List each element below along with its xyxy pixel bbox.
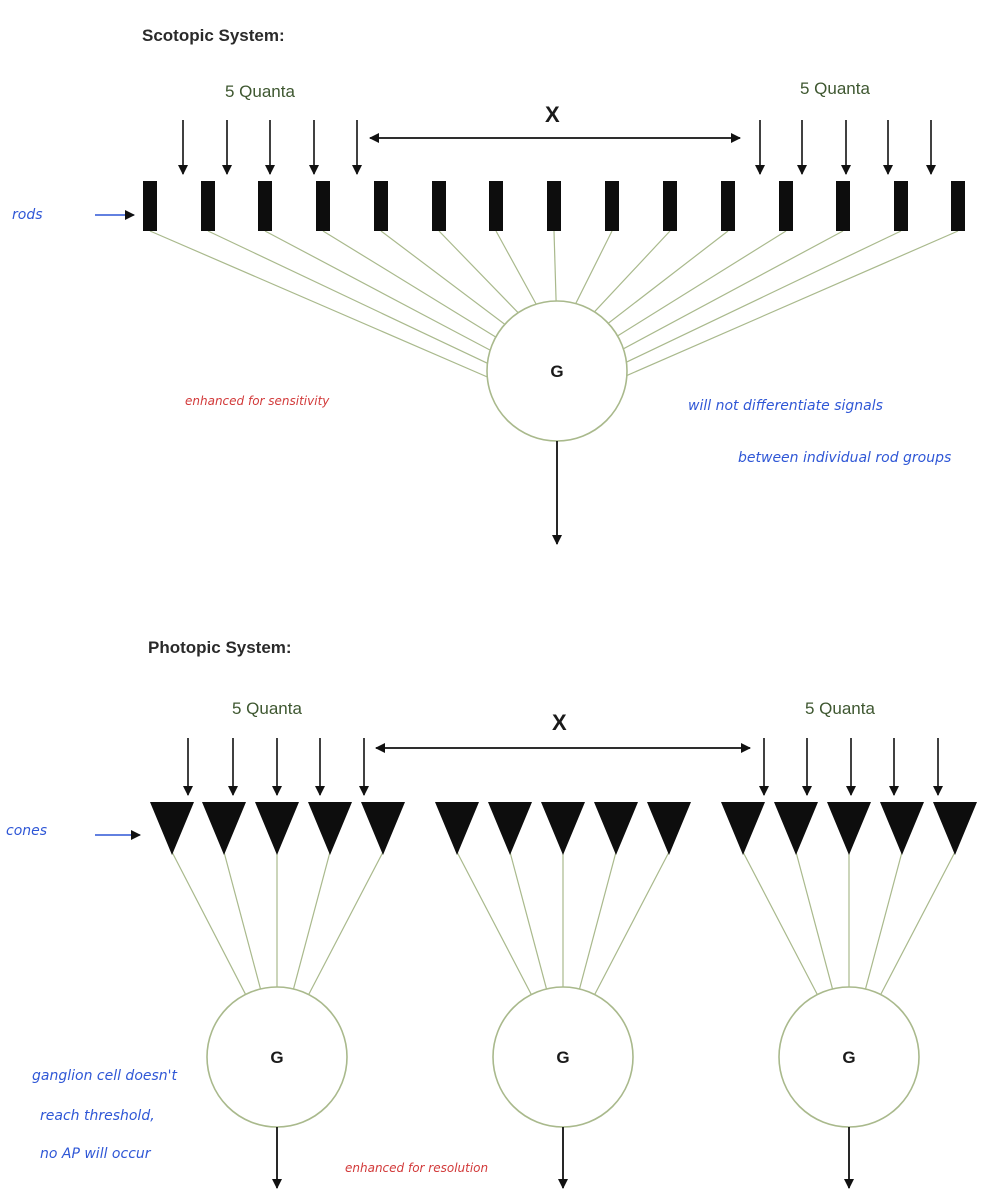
cone-wire-4 [291,851,331,996]
rod-4 [316,181,330,231]
sensitivity-annotation: enhanced for sensitivity [185,394,330,408]
cone-wire-1 [171,851,249,999]
cone-3 [255,802,299,855]
cone-9 [594,802,638,855]
cone-wire-14 [863,851,903,996]
rod-wire-1 [149,230,498,382]
scotopic-quanta-arrows [178,120,936,175]
cone-8 [541,802,585,855]
cone-11 [721,802,765,855]
cone-14 [880,802,924,855]
differentiate-annotation-line2: between individual rod groups [738,450,951,466]
scotopic-heading: Scotopic System: [142,26,285,45]
rod-wire-12 [590,230,787,354]
rod-2 [201,181,215,231]
cone-wire-10 [592,851,670,999]
scotopic-quanta-right: 5 Quanta [800,79,870,98]
cone-6 [435,802,479,855]
scotopic-ganglion-label: G [550,362,563,381]
cone-13 [827,802,871,855]
cones-annotation: cones [6,823,47,839]
cone-wire-6 [456,851,534,999]
photopic-ganglion-label-2: G [556,1048,569,1067]
cone-wire-9 [577,851,617,996]
rod-wire-13 [598,230,844,363]
cone-wire-11 [742,851,820,999]
rod-8 [547,181,561,231]
photopic-quanta-arrows [183,738,943,796]
photopic-quanta-right: 5 Quanta [805,699,875,718]
cone-wire-7 [509,851,549,996]
cone-wire-2 [223,851,263,996]
photopic-distance-label: X [552,710,567,735]
scotopic-quanta-left: 5 Quanta [225,82,295,101]
rod-13 [836,181,850,231]
scotopic-section: Scotopic System: 5 Quanta 5 Quanta X G [142,26,965,545]
cone-12 [774,802,818,855]
rod-5 [374,181,388,231]
rod-wire-3 [264,230,515,364]
threshold-annotation-line3: no AP will occur [40,1146,152,1162]
cone-2 [202,802,246,855]
rod-3 [258,181,272,231]
resolution-annotation: enhanced for resolution [345,1161,488,1175]
scotopic-distance-label: X [545,102,560,127]
photopic-ganglion-label-1: G [270,1048,283,1067]
cone-7 [488,802,532,855]
photopic-cones [150,802,977,855]
threshold-annotation-line2: reach threshold, [40,1108,155,1124]
photopic-ganglion-label-3: G [842,1048,855,1067]
photopic-convergence-wires [171,851,956,999]
rod-12 [779,181,793,231]
rod-1 [143,181,157,231]
scotopic-rods [143,181,965,231]
cone-wire-12 [795,851,835,996]
cone-10 [647,802,691,855]
photopic-section: Photopic System: 5 Quanta 5 Quanta X G G G [148,638,977,1189]
rod-9 [605,181,619,231]
rod-14 [894,181,908,231]
threshold-annotation-line1: ganglion cell doesn't [32,1068,178,1084]
cone-15 [933,802,977,855]
rod-10 [663,181,677,231]
rod-7 [489,181,503,231]
rod-wire-14 [607,230,902,372]
photopic-quanta-left: 5 Quanta [232,699,302,718]
photopic-heading: Photopic System: [148,638,292,657]
cone-wire-5 [306,851,384,999]
rod-6 [432,181,446,231]
rod-11 [721,181,735,231]
cone-4 [308,802,352,855]
rod-wire-4 [322,230,523,354]
cone-wire-15 [878,851,956,999]
cone-5 [361,802,405,855]
rods-annotation: rods [12,207,43,223]
rod-15 [951,181,965,231]
rod-wire-15 [615,230,959,381]
differentiate-annotation-line1: will not differentiate signals [688,398,883,414]
cone-1 [150,802,194,855]
rod-wire-2 [207,230,506,373]
